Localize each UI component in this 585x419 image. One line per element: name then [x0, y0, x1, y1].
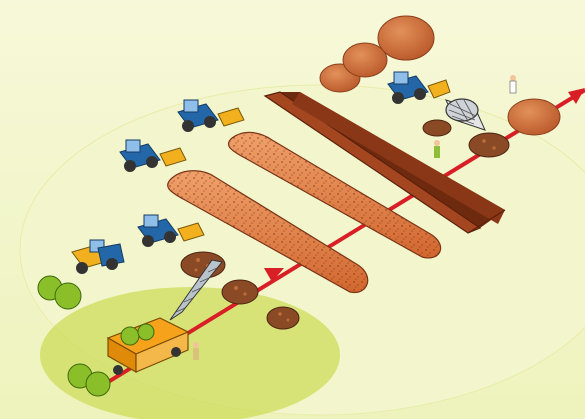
- worker-icon: [193, 342, 199, 360]
- worker-icon: [434, 140, 440, 158]
- grass-oval: [40, 287, 340, 419]
- worker-icon: [510, 75, 516, 93]
